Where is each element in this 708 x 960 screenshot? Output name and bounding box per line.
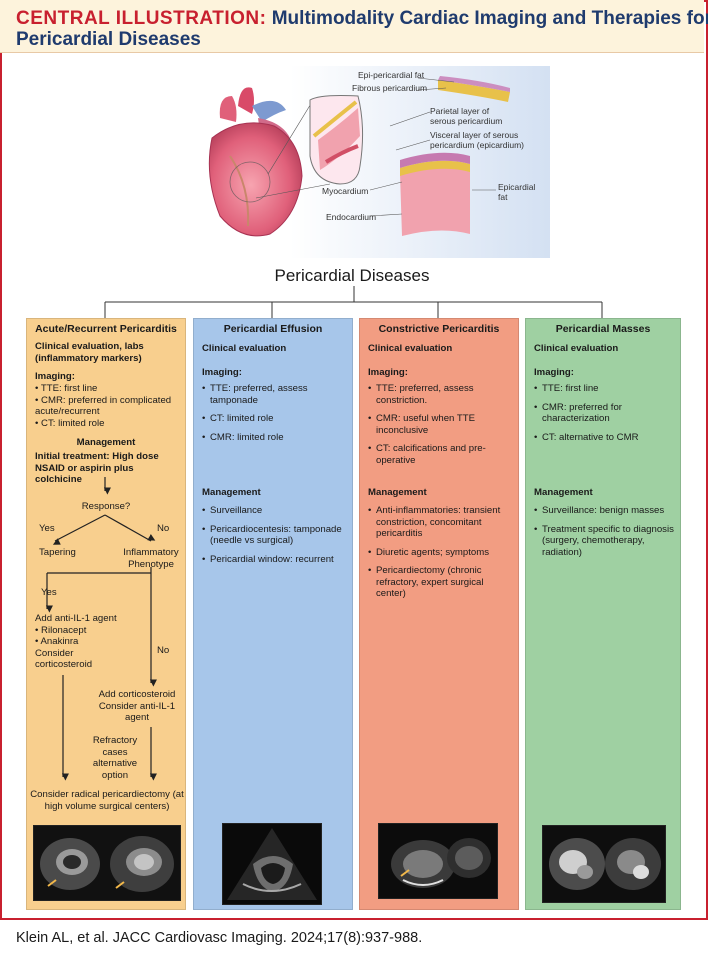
- header-title-line1: CENTRAL ILLUSTRATION: Multimodality Card…: [16, 8, 708, 30]
- imaging-item: TTE: preferred, assess tamponade: [202, 383, 350, 406]
- imaging-item: CT: limited role: [202, 413, 350, 425]
- add-corticosteroid: Add corticosteroid Consider anti-IL-1 ag…: [98, 689, 176, 723]
- imaging-item: • CMR: preferred in complicated acute/re…: [35, 394, 172, 418]
- label-myocardium: Myocardium: [322, 186, 369, 196]
- anakinra-item: • Anakinra: [35, 636, 79, 647]
- initial-treatment: Initial treatment: High dose NSAID or as…: [35, 451, 159, 485]
- management-item: Pericardiocentesis: tamponade (needle vs…: [202, 524, 350, 547]
- management-heading: Management: [534, 487, 593, 498]
- consider-corticosteroid: Consider corticosteroid: [35, 647, 93, 671]
- heart-anatomy-graphic: [208, 66, 550, 258]
- pericardial-diseases-title: Pericardial Diseases: [274, 266, 430, 285]
- header: CENTRAL ILLUSTRATION: Multimodality Card…: [0, 0, 708, 53]
- yes-label-2: Yes: [41, 587, 57, 598]
- echo-scan-graphic: [223, 824, 321, 904]
- imaging-item: TTE: first line: [534, 383, 678, 395]
- add-anti-il1-text: Add anti-IL-1 agent: [35, 613, 117, 624]
- response-question: Response?: [81, 501, 131, 512]
- anatomy-illustration: Epi-pericardial fat Fibrous pericardium …: [190, 66, 550, 258]
- imaging-list: TTE: preferred, assess tamponade CT: lim…: [202, 383, 350, 447]
- column-title: Constrictive Pericarditis: [378, 323, 500, 335]
- refractory-cases: Refractory cases alternative option: [92, 735, 138, 781]
- management-item: Pericardial window: recurrent: [202, 554, 350, 566]
- title-line1: Multimodality Cardiac Imaging and Therap…: [271, 8, 708, 29]
- tapering: Tapering: [39, 547, 76, 558]
- label-epicardial-fat: Epicardial fat: [498, 182, 536, 202]
- clinical-evaluation: Clinical evaluation: [202, 343, 287, 354]
- clinical-evaluation: Clinical evaluation: [534, 343, 619, 354]
- imaging-item: CT: calcifications and pre-operative: [368, 443, 516, 466]
- imaging-item: CMR: preferred for characterization: [534, 402, 678, 425]
- echo-image-effusion: [222, 823, 322, 905]
- imaging-item: CMR: useful when TTE inconclusive: [368, 413, 516, 436]
- management-item: Diuretic agents; symptoms: [368, 547, 516, 559]
- clinical-evaluation: Clinical evaluation: [368, 343, 453, 354]
- imaging-item: CMR: limited role: [202, 432, 350, 444]
- label-epi-pericardial-fat: Epi-pericardial fat: [358, 70, 425, 80]
- treatment-flowchart-arrows: [45, 477, 157, 781]
- clinical-evaluation: Clinical evaluation, labs (inflammatory …: [35, 341, 144, 364]
- column-acute-recurrent-pericarditis: Acute/Recurrent Pericarditis Clinical ev…: [26, 318, 186, 910]
- management-item: Pericardiectomy (chronic refractory, exp…: [368, 565, 516, 600]
- column-title: Pericardial Masses: [555, 323, 651, 335]
- imaging-item: TTE: preferred, assess constriction.: [368, 383, 516, 406]
- column-title: Pericardial Effusion: [223, 323, 323, 335]
- imaging-list: • TTE: first line • CMR: preferred in co…: [35, 383, 183, 429]
- management-heading: Management: [76, 437, 136, 448]
- management-heading: Management: [202, 487, 261, 498]
- central-illustration-label: CENTRAL ILLUSTRATION:: [16, 8, 267, 29]
- imaging-item: CT: alternative to CMR: [534, 432, 678, 444]
- management-list: Surveillance Pericardiocentesis: tampona…: [202, 505, 350, 569]
- title-line2: Pericardial Diseases: [16, 29, 201, 50]
- imaging-list: TTE: preferred, assess constriction. CMR…: [368, 383, 516, 470]
- ct-scan-graphic: [379, 824, 497, 898]
- label-visceral-layer: Visceral layer of serous pericardium (ep…: [430, 130, 525, 150]
- imaging-item: • CT: limited role: [35, 417, 105, 429]
- category-tree-connector: [104, 286, 603, 318]
- column-pericardial-effusion: Pericardial Effusion Clinical evaluation…: [193, 318, 353, 910]
- management-list: Anti-inflammatories: transient constrict…: [368, 505, 516, 604]
- citation: Klein AL, et al. JACC Cardiovasc Imaging…: [16, 930, 423, 946]
- label-parietal-layer: Parietal layer of serous pericardium: [430, 106, 503, 126]
- imaging-list: TTE: first line CMR: preferred for chara…: [534, 383, 678, 447]
- management-item: Surveillance: benign masses: [534, 505, 678, 517]
- imaging-heading: Imaging:: [35, 371, 75, 382]
- cmr-image-masses: [542, 825, 666, 903]
- ct-image-constriction: [378, 823, 498, 899]
- no-label-2: No: [157, 645, 170, 656]
- no-label: No: [157, 523, 170, 534]
- cmr-mass-scan-graphic: [543, 826, 665, 902]
- imaging-item: • TTE: first line: [35, 383, 98, 394]
- column-title: Acute/Recurrent Pericarditis: [35, 323, 177, 335]
- column-constrictive-pericarditis: Constrictive Pericarditis Clinical evalu…: [359, 318, 519, 910]
- imaging-heading: Imaging:: [202, 367, 242, 378]
- label-endocardium: Endocardium: [326, 212, 377, 222]
- cmr-image-pericarditis: [33, 825, 181, 901]
- column-pericardial-masses: Pericardial Masses Clinical evaluation I…: [525, 318, 681, 910]
- label-fibrous-pericardium: Fibrous pericardium: [352, 83, 428, 93]
- rilonacept-item: • Rilonacept: [35, 624, 87, 636]
- management-item: Anti-inflammatories: transient constrict…: [368, 505, 516, 540]
- management-item: Surveillance: [202, 505, 350, 517]
- radical-pericardiectomy: Consider radical pericardiectomy (at hig…: [30, 789, 184, 812]
- add-anti-il1-agent: Add anti-IL-1 agent • Rilonacept • Anaki…: [35, 613, 145, 671]
- imaging-heading: Imaging:: [534, 367, 574, 378]
- imaging-heading: Imaging:: [368, 367, 408, 378]
- management-item: Treatment specific to diagnosis (surgery…: [534, 524, 678, 559]
- cmr-scan-graphic: [34, 826, 180, 900]
- management-list: Surveillance: benign masses Treatment sp…: [534, 505, 678, 562]
- management-heading: Management: [368, 487, 427, 498]
- inflammatory-phenotype: Inflammatory Phenotype: [123, 547, 179, 570]
- yes-label: Yes: [39, 523, 55, 534]
